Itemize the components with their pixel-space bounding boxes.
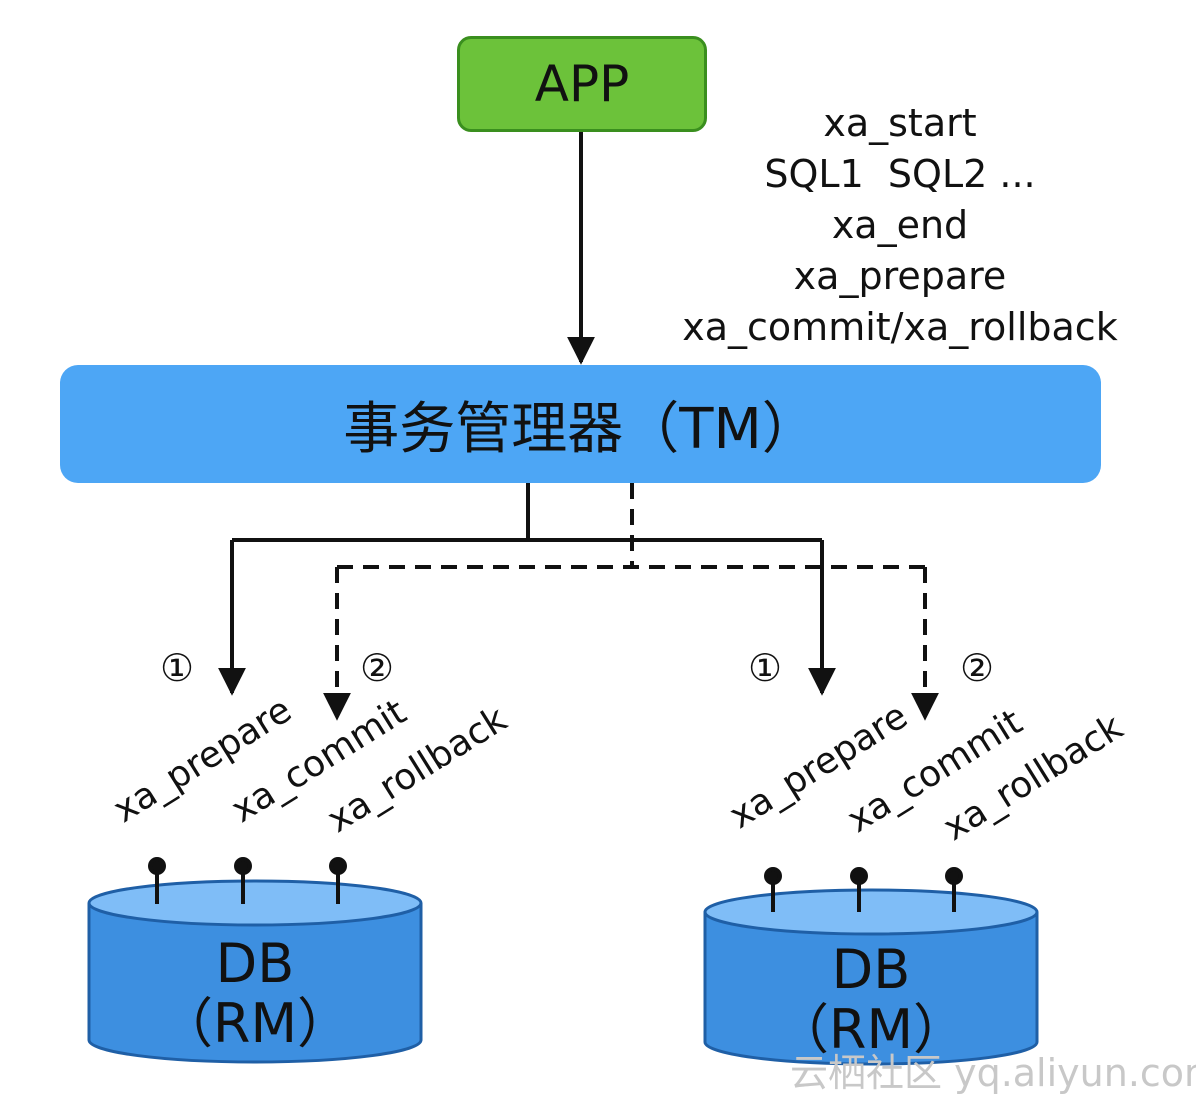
step-2-marker-left: ② xyxy=(360,646,395,690)
db-name-left: DB xyxy=(215,932,295,995)
db-label-left: DB （RM） xyxy=(135,934,375,1054)
rm-label-left: （RM） xyxy=(158,992,352,1055)
sequence-line: xa_end xyxy=(831,203,969,247)
sequence-line: xa_prepare xyxy=(793,254,1007,298)
watermark: 云栖社区 yq.aliyun.com xyxy=(790,1051,1196,1095)
step-2-marker-right: ② xyxy=(960,646,995,690)
sequence-line: xa_commit/xa_rollback xyxy=(682,305,1118,349)
prepare-connectors xyxy=(218,483,836,696)
db-cylinder-right xyxy=(703,888,1039,1066)
tm-label: 事务管理器（TM） xyxy=(343,396,818,462)
sequence-line: xa_start xyxy=(823,101,977,145)
app-node: APP xyxy=(457,36,707,132)
app-label: APP xyxy=(534,55,630,113)
interface-pins-left xyxy=(148,857,347,904)
db-name-right: DB xyxy=(831,938,911,1001)
commit-connectors xyxy=(323,483,939,721)
tm-node: 事务管理器（TM） xyxy=(60,365,1101,483)
xa-sequence: xa_start SQL1 SQL2 ... xa_end xa_prepare… xyxy=(650,98,1150,353)
interface-pins-right xyxy=(764,867,963,912)
rm-label-right: （RM） xyxy=(774,998,968,1061)
sequence-line: SQL1 SQL2 ... xyxy=(764,152,1036,196)
db-label-right: DB （RM） xyxy=(751,940,991,1060)
step-1-marker-left: ① xyxy=(160,646,195,690)
db-cylinder-left xyxy=(87,879,423,1064)
step-1-marker-right: ① xyxy=(748,646,783,690)
